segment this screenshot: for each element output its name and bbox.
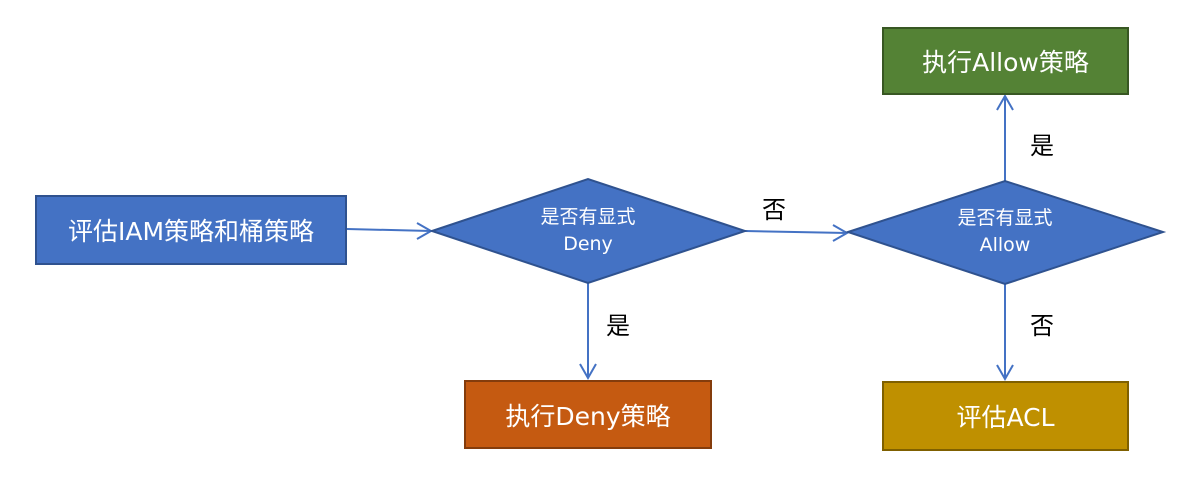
start-node: 评估IAM策略和桶策略 [35, 195, 347, 265]
arrowhead [832, 224, 850, 242]
deny-exec-node: 执行Deny策略 [464, 380, 712, 449]
allow-exec-label: 执行Allow策略 [922, 48, 1089, 77]
acl-node: 评估ACL [882, 381, 1129, 451]
allow-check-diamond [844, 179, 1167, 286]
arrowhead [579, 363, 597, 381]
acl-label: 评估ACL [956, 403, 1055, 432]
deny-exec-label: 执行Deny策略 [505, 401, 671, 431]
deny-check-line2: Deny [563, 233, 613, 255]
deny-check-diamond [428, 177, 749, 285]
start-node-label: 评估IAM策略和桶策略 [67, 217, 315, 246]
deny-check-label: 是否有显式 Deny [488, 204, 688, 258]
edge-start-to-deny-check [346, 228, 432, 232]
allow-check-line1: 是否有显式 [957, 207, 1053, 229]
deny-yes-label: 是 [606, 312, 630, 340]
allow-no-label: 否 [1030, 312, 1054, 340]
allow-exec-node: 执行Allow策略 [882, 27, 1129, 95]
edge-deny-no [744, 230, 848, 234]
arrowhead [996, 364, 1014, 382]
allow-check-line2: Allow [979, 234, 1031, 256]
allow-yes-label: 是 [1030, 132, 1054, 160]
allow-check-label: 是否有显式 Allow [905, 205, 1105, 259]
deny-check-line1: 是否有显式 [540, 206, 636, 228]
arrowhead [996, 93, 1014, 111]
deny-no-label: 否 [762, 196, 786, 224]
